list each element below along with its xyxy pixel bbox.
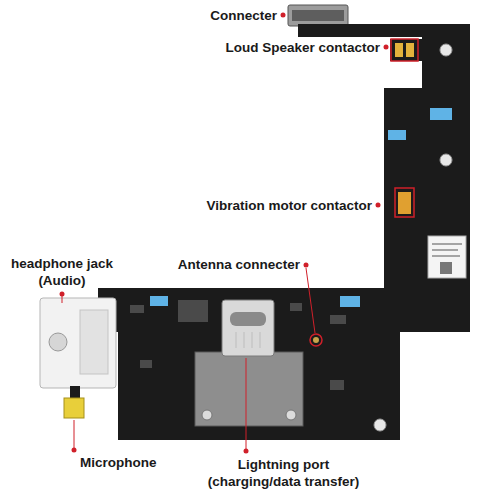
jack-socket bbox=[49, 333, 67, 351]
blue-tape bbox=[430, 108, 452, 120]
sticker-print bbox=[432, 244, 462, 274]
leader-lines bbox=[60, 13, 389, 454]
part-label: Antenna connecter bbox=[178, 256, 300, 273]
flex-cable bbox=[390, 39, 424, 61]
jack-body bbox=[80, 310, 108, 374]
highlight-box bbox=[395, 188, 414, 217]
port-slot bbox=[230, 312, 266, 326]
mounting-tab bbox=[374, 419, 386, 431]
blue-tape bbox=[150, 296, 168, 306]
blue-tape bbox=[340, 296, 360, 307]
board-connector bbox=[288, 5, 348, 26]
part-label: Lightning port (charging/data transfer) bbox=[191, 456, 376, 490]
speaker-contact bbox=[395, 43, 403, 57]
barcode-sticker bbox=[428, 236, 466, 278]
antenna-connector bbox=[313, 337, 319, 343]
flex-cable bbox=[298, 24, 470, 332]
mounting-tab bbox=[440, 154, 452, 166]
screw-hole bbox=[202, 410, 212, 420]
metal-bracket bbox=[195, 352, 303, 426]
highlight-circle bbox=[310, 334, 322, 346]
headphone-jack bbox=[40, 298, 116, 388]
part-label: Connecter bbox=[210, 7, 277, 24]
blue-tape bbox=[388, 130, 406, 140]
part-label: Loud Speaker contactor bbox=[225, 39, 380, 56]
speaker-contact bbox=[406, 43, 414, 57]
flex-cable bbox=[98, 288, 470, 332]
part-label: Microphone bbox=[80, 454, 157, 471]
vibration-contact bbox=[398, 192, 411, 214]
microphone bbox=[64, 398, 84, 418]
mounting-tab bbox=[440, 44, 452, 56]
highlight-box bbox=[391, 39, 418, 61]
port-pins bbox=[236, 332, 260, 348]
lightning-port bbox=[222, 300, 274, 356]
part-label: headphone jack (Audio) bbox=[3, 255, 121, 289]
part-label: Vibration motor contactor bbox=[206, 197, 372, 214]
connector-pins bbox=[292, 10, 344, 21]
screw-hole bbox=[286, 410, 296, 420]
